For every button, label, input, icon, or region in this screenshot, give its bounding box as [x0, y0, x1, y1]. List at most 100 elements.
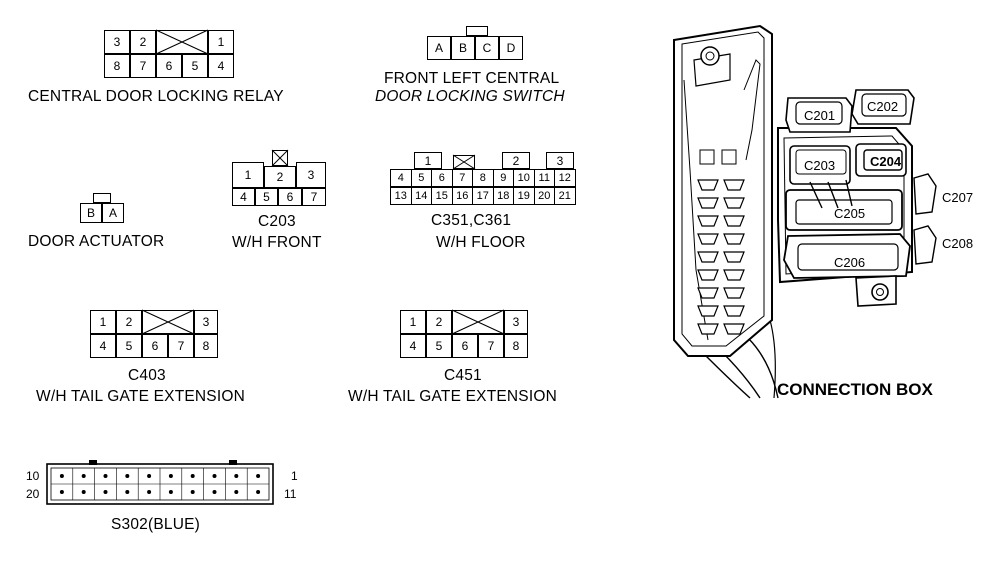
- pin-cell: 17: [472, 187, 494, 205]
- connector-label-line2: W/H TAIL GATE EXTENSION: [348, 388, 557, 405]
- connector-label: S302(BLUE): [111, 516, 201, 533]
- pin-cell: 1: [400, 310, 426, 334]
- c205-label: C205: [834, 206, 866, 221]
- pin-cell: 14: [410, 187, 432, 205]
- pin-cell: 12: [554, 169, 576, 187]
- pin-cell: 21: [554, 187, 576, 205]
- pin-cell: 4: [232, 188, 255, 206]
- pin-cell: 2: [116, 310, 142, 334]
- connection-box-drawing: [673, 24, 937, 399]
- pin-cell: 2: [426, 310, 452, 334]
- pin-cell: 7: [168, 334, 194, 358]
- pin-cell: A: [102, 203, 124, 223]
- connector-label-line1: C403: [128, 367, 166, 384]
- pin-cell: 3: [546, 152, 574, 169]
- c204-label: C204: [870, 154, 902, 169]
- terminal-dot: [212, 474, 217, 478]
- fuse-slot: [723, 323, 745, 335]
- c201-label: C201: [804, 108, 836, 123]
- fuse-slot: [697, 233, 719, 245]
- fuse-slot: [723, 305, 745, 317]
- connector-label-line1: C451: [444, 367, 482, 384]
- terminal-dot: [125, 474, 130, 478]
- terminal-dot: [81, 490, 86, 494]
- pin-cell: 15: [431, 187, 453, 205]
- fuse-slot: [697, 305, 719, 317]
- fuse-slot: [697, 197, 719, 209]
- pin-cell: 5: [410, 169, 432, 187]
- pin-label: 1: [291, 469, 298, 483]
- c202-label: C202: [867, 99, 899, 114]
- pin-cell: A: [427, 36, 451, 60]
- pin-cell: 2: [130, 30, 156, 54]
- c203-label: C203: [804, 158, 836, 173]
- pin-cell: 10: [513, 169, 535, 187]
- pin-cell: 1: [208, 30, 234, 54]
- fuse-slot: [723, 269, 745, 281]
- terminal-dot: [190, 490, 195, 494]
- c208-label: C208: [942, 236, 974, 251]
- pin-cell: 19: [513, 187, 535, 205]
- fuse-slot: [697, 287, 719, 299]
- pin-cell: 6: [142, 334, 168, 358]
- pin-cell: 4: [390, 169, 412, 187]
- pin-cell: 5: [426, 334, 452, 358]
- connector-label-line2: W/H FRONT: [232, 234, 322, 251]
- no-pin-cross: [141, 309, 195, 335]
- pin-cell: 2: [264, 166, 296, 188]
- fuse-slot: [697, 323, 719, 335]
- pin-cell: B: [451, 36, 475, 60]
- connector-label-line1: FRONT LEFT CENTRAL: [384, 70, 560, 87]
- terminal-dot: [234, 474, 239, 478]
- fuse-slot: [723, 197, 745, 209]
- terminal-dot: [59, 490, 64, 494]
- pin-cell: 4: [208, 54, 234, 78]
- terminal-dot: [234, 490, 239, 494]
- pin-cell: 3: [504, 310, 528, 334]
- fuse-slot: [697, 215, 719, 227]
- pin-cell: 3: [104, 30, 130, 54]
- fuse-slot: [697, 269, 719, 281]
- pin-cell: 4: [90, 334, 116, 358]
- s302-body: [46, 460, 274, 505]
- pin-cell: 8: [194, 334, 218, 358]
- no-pin-cross: [451, 309, 505, 335]
- terminal-dot: [256, 490, 261, 494]
- pin-cell: 1: [232, 162, 264, 188]
- c207-label: C207: [942, 190, 974, 205]
- terminal-dot: [103, 474, 108, 478]
- terminal-dot: [81, 474, 86, 478]
- pin-cell: 1: [414, 152, 442, 169]
- connector-label-line2: W/H FLOOR: [436, 234, 526, 251]
- terminal-dot: [212, 490, 217, 494]
- pin-cell: 4: [400, 334, 426, 358]
- fuse-slot: [723, 233, 745, 245]
- pin-label: 10: [26, 469, 40, 483]
- pin-cell: 1: [90, 310, 116, 334]
- pin-cell: 3: [296, 162, 326, 188]
- pin-cell: 7: [302, 188, 326, 206]
- connector-latch: [466, 26, 488, 36]
- pin-cell: 6: [278, 188, 302, 206]
- pin-cell: 11: [533, 169, 555, 187]
- pin-cell: 13: [390, 187, 412, 205]
- pin-cell: 6: [156, 54, 182, 78]
- pin-cell: 18: [492, 187, 514, 205]
- pin-cell: 3: [194, 310, 218, 334]
- fuse-slot: [723, 251, 745, 263]
- fuse-slot: [723, 287, 745, 299]
- fuse-slot: [723, 215, 745, 227]
- c206-label: C206: [834, 255, 866, 270]
- pin-cell: C: [475, 36, 499, 60]
- connector-label: CENTRAL DOOR LOCKING RELAY: [28, 88, 284, 105]
- pin-cell: 7: [478, 334, 504, 358]
- terminal-dot: [125, 490, 130, 494]
- pin-cell: 7: [451, 169, 473, 187]
- pin-cell: 16: [451, 187, 473, 205]
- no-pin-cross: [452, 154, 476, 170]
- terminal-dot: [168, 474, 173, 478]
- terminal-dot: [256, 474, 261, 478]
- pin-label: 20: [26, 487, 40, 501]
- pin-cell: 5: [182, 54, 208, 78]
- connection-box-title: CONNECTION BOX: [777, 380, 933, 399]
